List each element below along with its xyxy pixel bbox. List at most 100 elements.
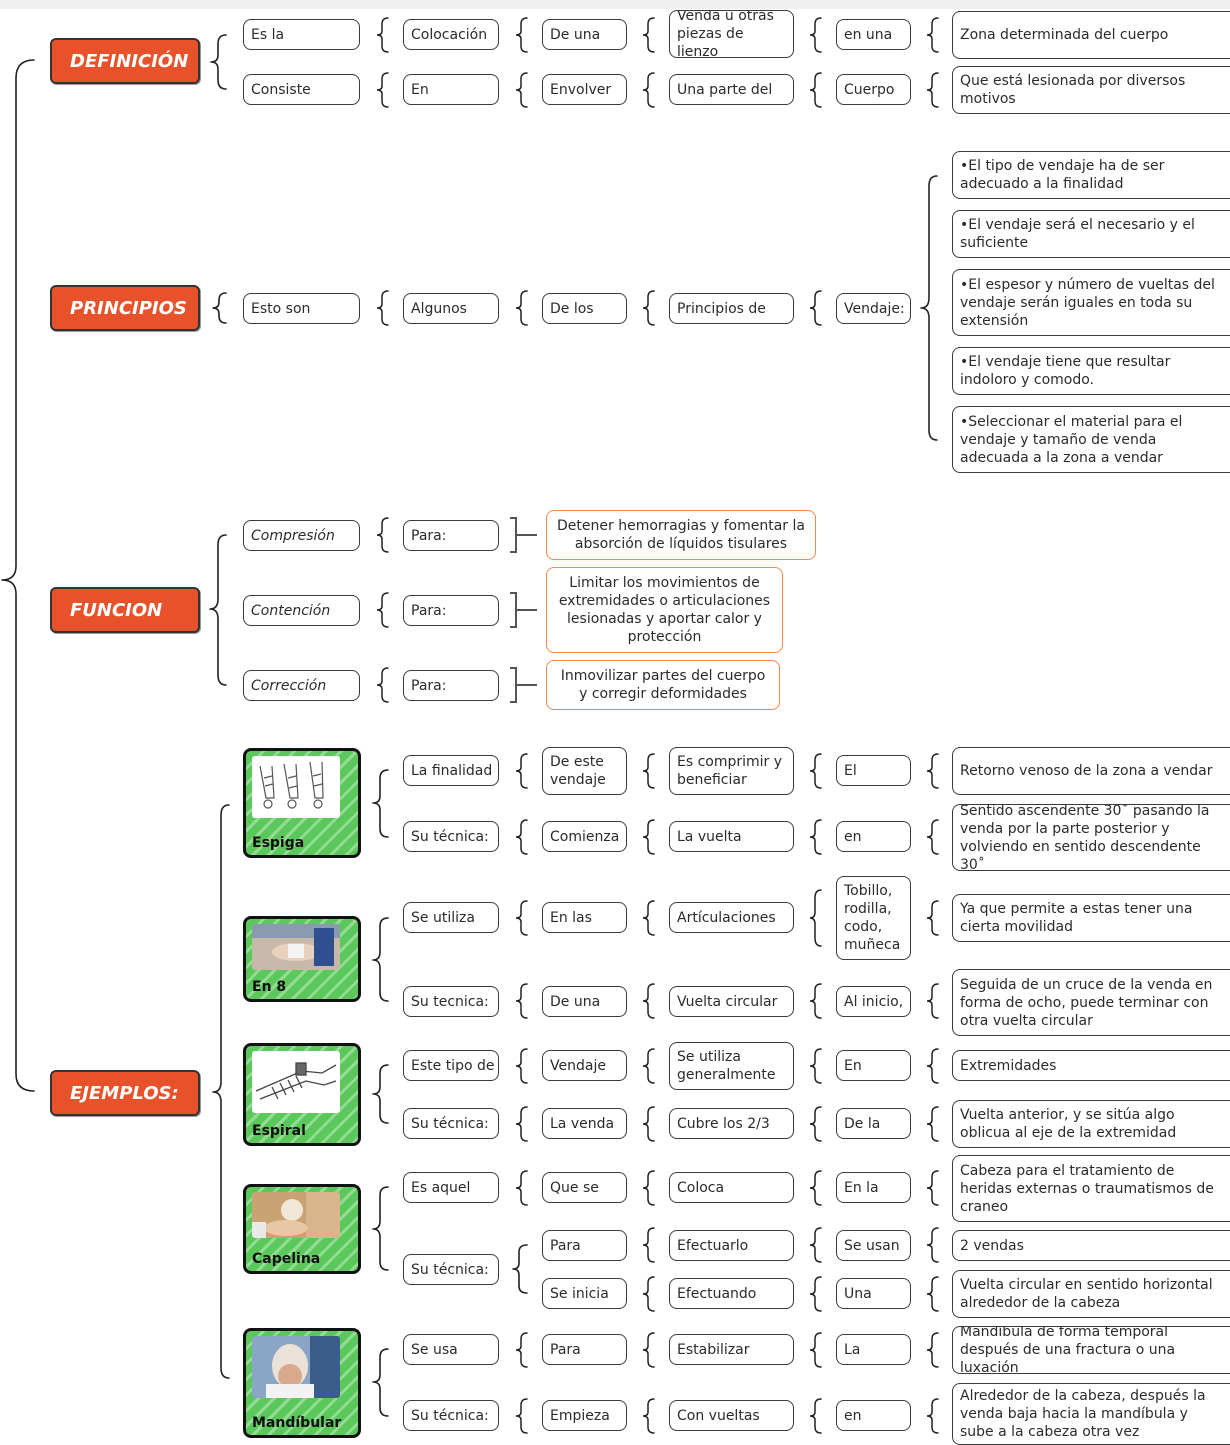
mandibular-r2-c3: Con vueltas	[669, 1400, 794, 1431]
espiga-r1-c5: Retorno venoso de la zona a vendar	[952, 747, 1230, 795]
small-brace	[809, 1048, 822, 1084]
en8-r1-c2: En las	[542, 902, 627, 933]
header-ejemplos: EJEMPLOS:	[50, 1070, 200, 1116]
capelina-r2b-c1: Se inicia	[542, 1278, 627, 1309]
func-bracket-1	[510, 517, 537, 553]
capelina-r2b-c2: Efectuando	[669, 1278, 794, 1309]
mandibular-r1-c1: Se usa	[403, 1334, 499, 1365]
mandibular-r1-c2: Para	[542, 1334, 627, 1365]
small-brace	[642, 1276, 655, 1312]
small-brace	[809, 1227, 822, 1263]
small-brace	[515, 819, 528, 855]
capelina-r1-c3: Coloca	[669, 1172, 794, 1203]
espiga-r1-c3: Es comprimir y beneficiar	[669, 747, 794, 795]
espiral-r2-c1: Su técnica:	[403, 1108, 499, 1139]
small-brace	[926, 1398, 939, 1434]
func-desc-3: Inmovilizar partes del cuerpo y corregir…	[546, 660, 780, 710]
brace-funcion	[209, 534, 227, 686]
espiral-r2-c2: La venda	[542, 1108, 627, 1139]
brace-mandibular	[372, 1348, 389, 1417]
en8-photo-icon	[252, 924, 340, 970]
mandibular-r2-c5: Alrededor de la cabeza, después la venda…	[952, 1383, 1230, 1445]
espiga-r1-c2: De este vendaje	[542, 747, 627, 795]
small-brace	[515, 290, 528, 326]
prin-item-1: •El tipo de vendaje ha de ser adecuado a…	[952, 151, 1230, 199]
small-brace	[642, 290, 655, 326]
brace-en8	[372, 917, 389, 1002]
def-r2-c3: Envolver	[542, 74, 627, 105]
prin-item-5: •Seleccionar el material para el vendaje…	[952, 406, 1230, 473]
espiral-r2-c4: De la	[836, 1108, 911, 1139]
small-brace	[642, 1398, 655, 1434]
capelina-r2b-c4: Vuelta circular en sentido horizontal al…	[952, 1270, 1230, 1318]
small-brace	[515, 753, 528, 789]
small-brace	[926, 900, 939, 936]
func-desc-2: Limitar los movimientos de extremidades …	[546, 567, 783, 653]
en8-r2-c1: Su tecnica:	[403, 986, 499, 1017]
small-brace	[926, 1106, 939, 1142]
espiga-r2-c1: Su técnica:	[403, 821, 499, 852]
func-para-2: Para:	[403, 595, 499, 626]
espiga-r2-c5: Sentido ascendente 30˚ pasando la venda …	[952, 804, 1230, 871]
small-brace	[809, 819, 822, 855]
small-brace	[642, 900, 655, 936]
small-brace	[809, 753, 822, 789]
small-brace	[376, 667, 389, 703]
espiral-r2-c3: Cubre los 2/3	[669, 1108, 794, 1139]
example-en8: En 8	[243, 916, 361, 1002]
small-brace	[926, 17, 939, 53]
prin-item-3: •El espesor y número de vueltas del vend…	[952, 269, 1230, 336]
espiga-r1-c4: El	[836, 755, 911, 786]
small-brace	[515, 1106, 528, 1142]
capelina-r2b-c3: Una	[836, 1278, 911, 1309]
small-brace	[376, 592, 389, 628]
small-brace	[376, 72, 389, 108]
brace-principios	[212, 292, 227, 324]
small-brace	[642, 983, 655, 1019]
mandibular-r1-c3: Estabilizar	[669, 1334, 794, 1365]
en8-r1-c3: Artículaciones	[669, 902, 794, 933]
example-label-capelina: Capelina	[252, 1251, 321, 1267]
small-brace	[515, 900, 528, 936]
example-label-espiga: Espiga	[252, 835, 305, 851]
small-brace	[642, 819, 655, 855]
example-label-en8: En 8	[252, 979, 287, 995]
capelina-r2a-c2: Efectuarlo	[669, 1230, 794, 1261]
small-brace	[515, 1398, 528, 1434]
en8-r2-c4: Al inicio,	[836, 986, 911, 1017]
en8-r1-c4: Tobillo, rodilla, codo, muñeca	[836, 876, 911, 960]
example-espiral: Espiral	[243, 1043, 361, 1146]
func-bracket-3	[510, 667, 537, 703]
capelina-photo-icon	[252, 1192, 340, 1238]
mandibular-r1-c4: La	[836, 1334, 911, 1365]
small-brace	[809, 17, 822, 53]
func-para-3: Para:	[403, 670, 499, 701]
small-brace	[926, 983, 939, 1019]
prin-item-2: •El vendaje será el necesario y el sufic…	[952, 210, 1230, 258]
example-label-espiral: Espiral	[252, 1123, 306, 1139]
small-brace	[926, 753, 939, 789]
small-brace	[809, 1106, 822, 1142]
brace-principios-items	[920, 175, 938, 441]
mandibular-r1-c5: Mandíbula de forma temporal después de u…	[952, 1326, 1230, 1374]
en8-r2-c3: Vuelta circular	[669, 986, 794, 1017]
def-r1-c4: Venda u otras piezas de lienzo	[669, 10, 794, 58]
func-name-2: Contención	[243, 595, 360, 626]
mandibular-photo-icon	[252, 1336, 340, 1398]
capelina-r1-c1: Es aquel	[403, 1172, 499, 1203]
prin-c2: Algunos	[403, 293, 499, 324]
func-desc-1: Detener hemorragias y fomentar la absorc…	[546, 510, 816, 560]
small-brace	[926, 72, 939, 108]
en8-r2-c2: De una	[542, 986, 627, 1017]
brace-capelina-sub	[512, 1244, 528, 1294]
small-brace	[926, 1332, 939, 1368]
small-brace	[515, 1332, 528, 1368]
small-brace	[642, 72, 655, 108]
espiral-illustration-icon	[252, 1051, 340, 1113]
func-para-1: Para:	[403, 520, 499, 551]
small-brace	[809, 1398, 822, 1434]
small-brace	[515, 72, 528, 108]
espiral-r1-c5: Extremidades	[952, 1050, 1230, 1081]
def-r1-c2: Colocación	[403, 19, 499, 50]
brace-espiga	[372, 769, 389, 838]
